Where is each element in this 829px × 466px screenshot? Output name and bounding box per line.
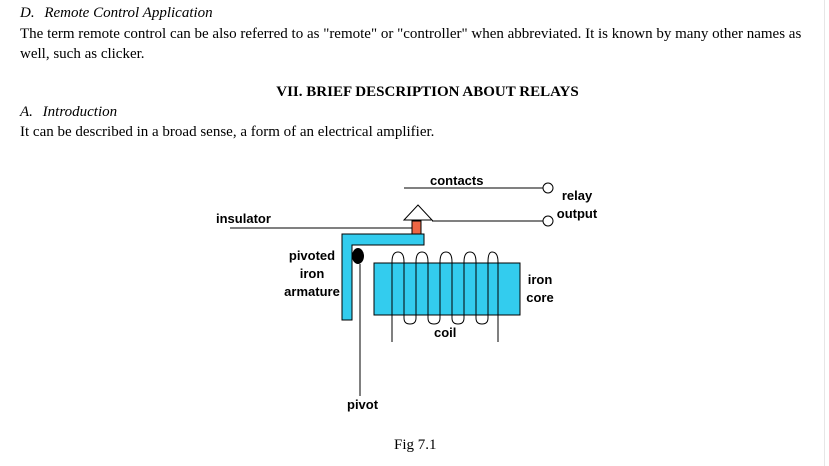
label-relay-output: relay output [556, 187, 598, 223]
label-relay: relay [561, 188, 593, 203]
figure-caption: Fig 7.1 [394, 437, 437, 453]
lower-terminal [542, 215, 554, 227]
label-output: output [556, 206, 598, 221]
upper-terminal [542, 182, 554, 194]
coil-windings [391, 251, 499, 325]
section-d-title: Remote Control Application [44, 5, 213, 21]
iron-core [373, 262, 521, 316]
section-a-title: Introduction [42, 104, 118, 120]
section-vii-title: VII. BRIEF DESCRIPTION ABOUT RELAYS [276, 84, 579, 100]
label-pivoted: pivoted [288, 248, 336, 263]
label-iron-core: iron core [524, 271, 556, 307]
section-a-label: A. [20, 104, 33, 120]
label-core-iron: iron [527, 272, 553, 287]
label-contacts: contacts [430, 173, 484, 188]
section-d-heading: D. Remote Control Application [20, 5, 213, 22]
paragraph-d-line-1: The term remote control can be also refe… [20, 26, 802, 42]
paragraph-d-line-2: well, such as clicker. [20, 46, 145, 62]
armature [341, 233, 425, 321]
section-d-label: D. [20, 5, 35, 21]
label-armature-iron: iron [299, 266, 325, 281]
page-edge [824, 0, 825, 466]
label-pivot: pivot [347, 397, 379, 412]
label-armature: armature [284, 284, 340, 299]
contact-triangle [402, 204, 434, 221]
label-insulator: insulator [216, 211, 271, 226]
section-a-heading: A. Introduction [20, 104, 117, 121]
pivot-ball [352, 248, 364, 264]
label-core: core [526, 290, 554, 305]
label-coil: coil [434, 325, 457, 340]
insulator-block [411, 220, 422, 236]
paragraph-a: It can be described in a broad sense, a … [20, 124, 435, 140]
label-pivoted-iron-armature: pivoted iron armature [282, 247, 342, 301]
